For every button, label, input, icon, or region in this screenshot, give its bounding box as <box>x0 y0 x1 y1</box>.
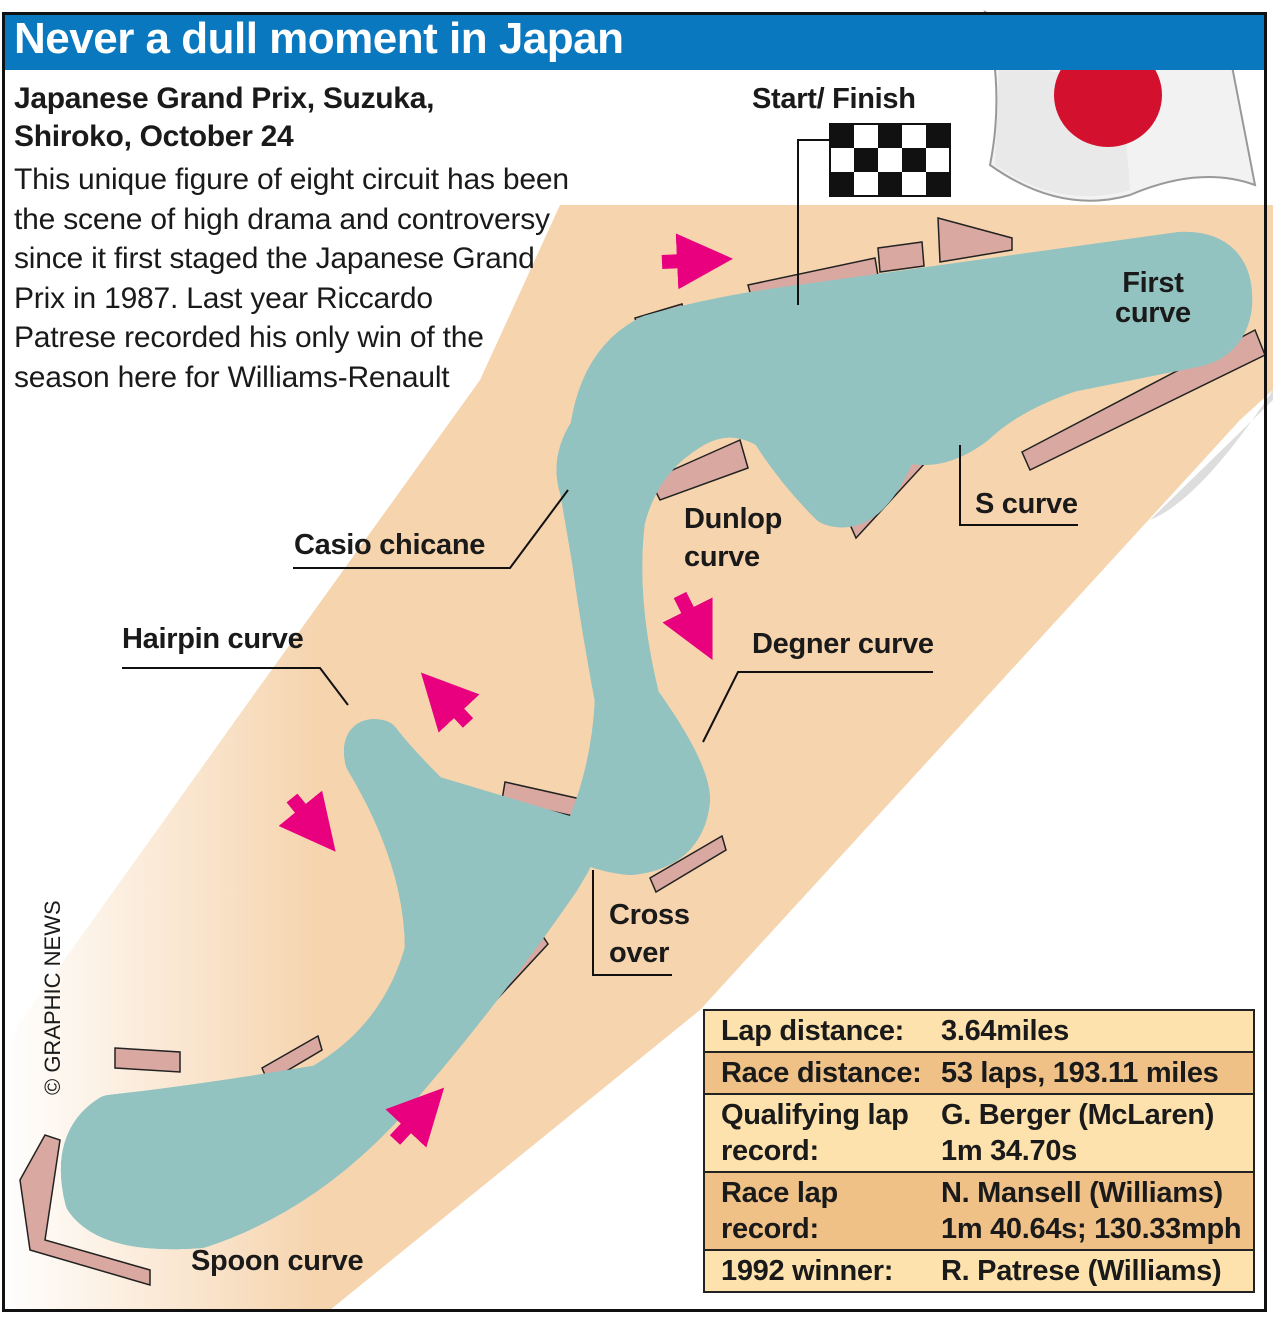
label-line: over <box>609 937 670 969</box>
direction-arrow-icon <box>278 790 336 852</box>
row-value: 53 laps, 193.11 miles <box>941 1055 1253 1091</box>
credit: © GRAPHIC NEWS <box>40 900 65 1095</box>
row-value: N. Mansell (Williams) 1m 40.64s; 130.33mp… <box>941 1175 1253 1247</box>
row-key: 1992 winner: <box>721 1255 894 1287</box>
label-line: curve <box>684 541 760 573</box>
label-casio-chicane: Casio chicane <box>294 529 486 561</box>
row-value: R. Patrese (Williams) <box>941 1253 1253 1289</box>
direction-arrow-icon <box>662 591 713 661</box>
intro-line: the scene of high drama and controversy <box>14 202 550 236</box>
checker-square <box>926 172 950 196</box>
row-key: Race lap record: <box>721 1177 838 1245</box>
value-line: 53 laps, 193.11 miles <box>941 1057 1219 1089</box>
value-line: N. Mansell (Williams) <box>941 1177 1223 1209</box>
label-s-curve: S curve <box>975 488 1078 520</box>
checker-square <box>854 148 878 172</box>
direction-arrows <box>278 233 733 1148</box>
value-line: 3.64miles <box>941 1015 1069 1047</box>
table-row: 1992 winner: R. Patrese (Williams) <box>705 1251 1253 1291</box>
checker-square <box>878 172 902 196</box>
value-line: 1m 40.64s; 130.33mph <box>941 1213 1242 1245</box>
row-key: Race distance: <box>721 1057 922 1089</box>
intro-line: Prix in 1987. Last year Riccardo <box>14 281 433 315</box>
label-cross-over: Cross over <box>609 896 690 972</box>
direction-arrow-icon <box>661 233 733 290</box>
label-start-finish: Start/ Finish <box>752 83 916 115</box>
leader-lines <box>122 139 1078 976</box>
intro-line: This unique figure of eight circuit has … <box>14 163 569 196</box>
intro-line: season here for Williams-Renault <box>14 360 450 394</box>
value-line: 1m 34.70s <box>941 1135 1077 1167</box>
label-hairpin-curve: Hairpin curve <box>122 623 304 655</box>
label-degner-curve: Degner curve <box>752 628 934 660</box>
page-title: Never a dull moment in Japan <box>14 14 624 63</box>
title-bar: Never a dull moment in Japan <box>2 12 1267 70</box>
label-line: Cross <box>609 899 690 931</box>
row-value: G. Berger (McLaren) 1m 34.70s <box>941 1097 1253 1169</box>
direction-arrow-icon <box>420 672 480 733</box>
label-dunlop-curve: Dunlop curve <box>684 500 782 576</box>
row-value: 3.64miles <box>941 1013 1253 1049</box>
label-spoon-curve: Spoon curve <box>191 1245 364 1277</box>
checker-square <box>902 148 926 172</box>
table-row: Qualifying lap record: G. Berger (McLaren… <box>705 1095 1253 1173</box>
direction-arrow-icon <box>385 1087 445 1148</box>
checker-square <box>878 124 902 148</box>
checker-square <box>830 124 854 148</box>
checkered-flag-icon <box>829 123 951 197</box>
row-key: Qualifying lap record: <box>721 1099 909 1167</box>
value-line: G. Berger (McLaren) <box>941 1099 1215 1131</box>
label-line: First <box>1122 267 1184 299</box>
checker-square <box>830 172 854 196</box>
table-row: Lap distance: 3.64miles <box>705 1011 1253 1053</box>
table-row: Race lap record: N. Mansell (Williams) 1m … <box>705 1173 1253 1251</box>
value-line: R. Patrese (Williams) <box>941 1255 1222 1287</box>
label-line: Dunlop <box>684 503 783 535</box>
subtitle-line-2: Shiroko, October 24 <box>14 120 294 153</box>
label-line: curve <box>1115 297 1191 329</box>
stats-table: Lap distance: 3.64miles Race distance: 53 … <box>703 1009 1255 1293</box>
checker-square <box>926 124 950 148</box>
subtitle-line-1: Japanese Grand Prix, Suzuka, <box>14 82 435 115</box>
row-key: Lap distance: <box>721 1015 905 1047</box>
intro-line: since it first staged the Japanese Grand <box>14 242 535 275</box>
intro-text: This unique figure of eight circuit has … <box>14 160 569 397</box>
table-row: Race distance: 53 laps, 193.11 miles <box>705 1053 1253 1095</box>
intro-line: Patrese recorded his only win of the <box>14 321 484 354</box>
